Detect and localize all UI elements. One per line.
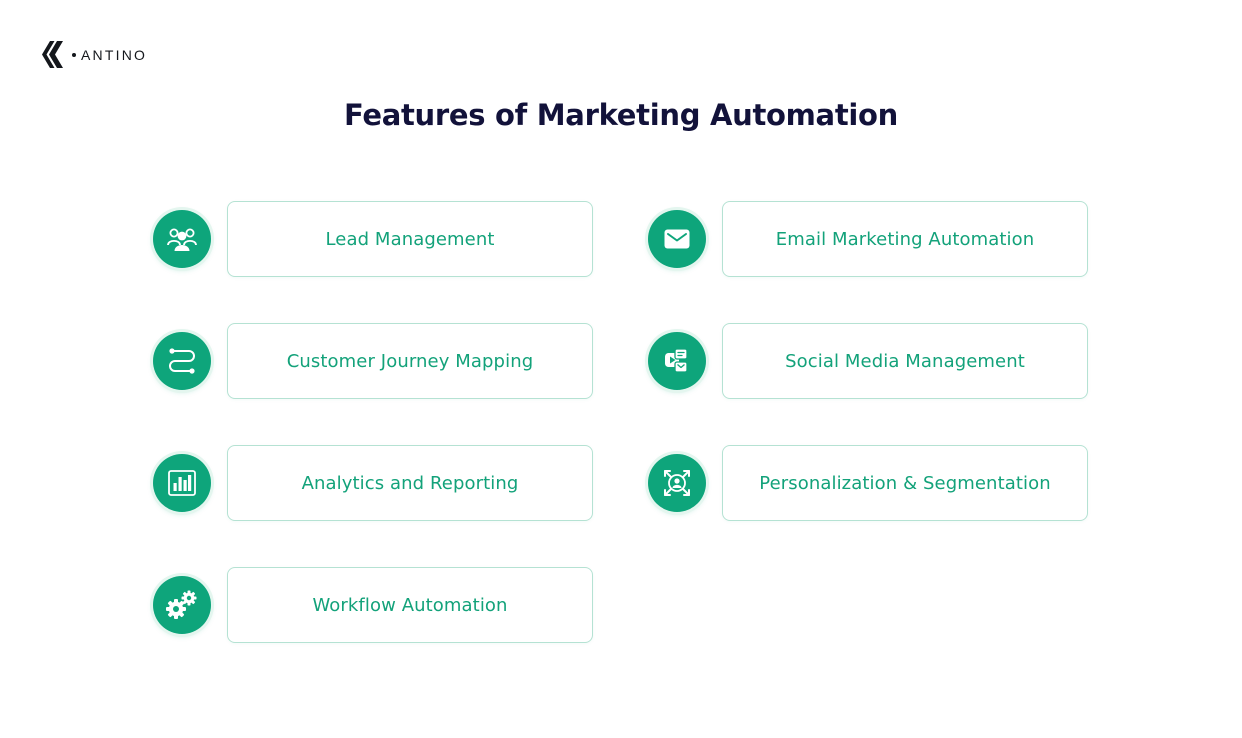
feature-card: Analytics and Reporting <box>227 445 593 521</box>
journey-path-icon <box>153 332 211 390</box>
envelope-icon <box>648 210 706 268</box>
feature-label: Customer Journey Mapping <box>286 350 534 372</box>
feature-label: Personalization & Segmentation <box>759 472 1051 494</box>
social-media-icon <box>648 332 706 390</box>
feature-label: Email Marketing Automation <box>775 228 1035 250</box>
target-user-icon <box>648 454 706 512</box>
bar-chart-icon <box>153 454 211 512</box>
brand-logo: ANTINO <box>41 40 147 69</box>
feature-label: Analytics and Reporting <box>301 472 519 494</box>
feature-card: Email Marketing Automation <box>722 201 1088 277</box>
feature-label: Workflow Automation <box>312 594 508 616</box>
feature-card: Social Media Management <box>722 323 1088 399</box>
logo-separator-dot <box>72 52 76 57</box>
page-title: Features of Marketing Automation <box>344 98 898 132</box>
feature-label: Lead Management <box>325 228 495 250</box>
users-group-icon <box>153 210 211 268</box>
feature-card: Workflow Automation <box>227 567 593 643</box>
antino-logo-icon <box>42 41 63 68</box>
brand-name: ANTINO <box>81 46 148 63</box>
feature-label: Social Media Management <box>785 350 1025 372</box>
feature-card: Personalization & Segmentation <box>722 445 1088 521</box>
gears-icon <box>153 576 211 634</box>
feature-card: Customer Journey Mapping <box>227 323 593 399</box>
feature-card: Lead Management <box>227 201 593 277</box>
